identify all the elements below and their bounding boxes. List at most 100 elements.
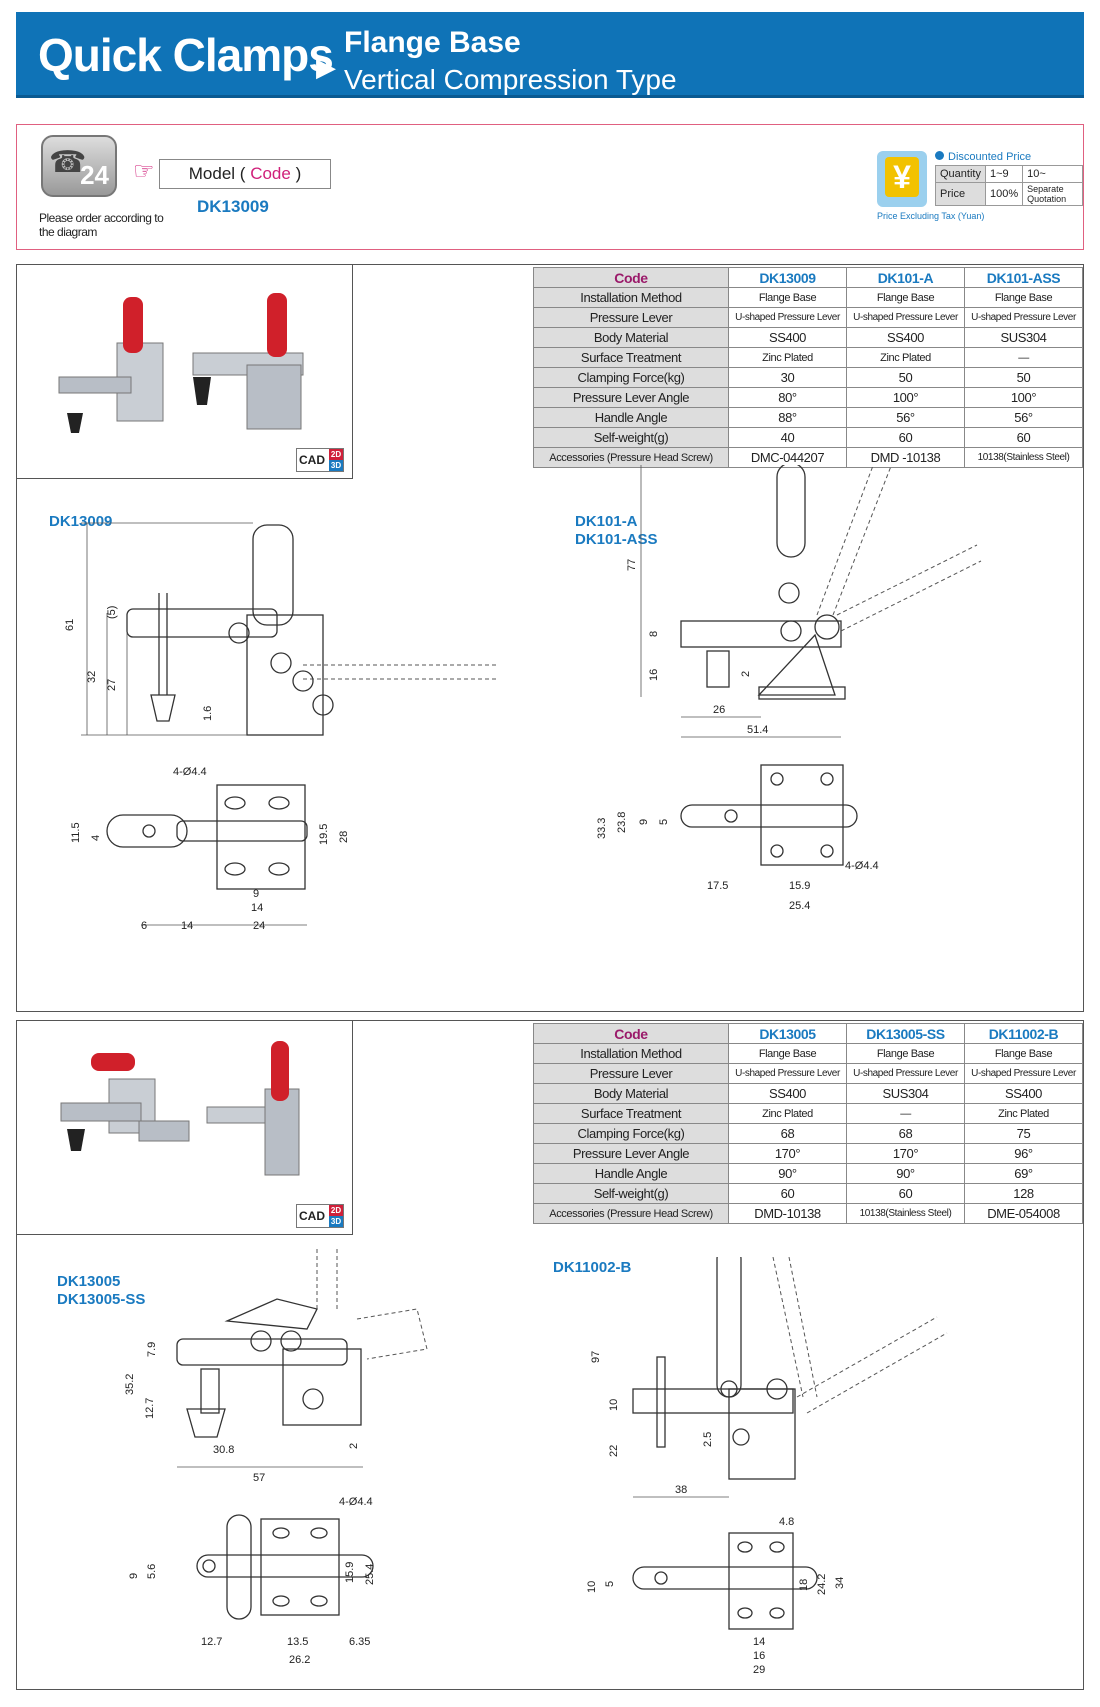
code-label: Code [250, 164, 291, 183]
spec-value-cell: 68 [846, 1123, 965, 1144]
page-title: Quick Clamps [38, 29, 334, 81]
dim-6: 6 [141, 920, 147, 932]
spec-value-cell: 75 [964, 1123, 1083, 1144]
quantity-range-1: 1~9 [984, 165, 1024, 183]
spec-table-header: Code DK13005 DK13005-SS DK11002-B [533, 1023, 1083, 1044]
dim-25-4b: 25.4 [364, 1564, 376, 1585]
spec-value-cell: 60 [846, 1183, 965, 1204]
spec-value-cell: Zinc Plated [964, 1103, 1083, 1124]
spec-value-cell: 56° [964, 407, 1083, 428]
spec-value-cell: U-shaped Pressure Lever [846, 307, 965, 328]
spec-value-cell: 100° [964, 387, 1083, 408]
price-value-2: Separate Quotation [1022, 182, 1083, 206]
spec-label-cell: Self-weight(g) [533, 1183, 729, 1204]
spec-value-cell: 69° [964, 1163, 1083, 1184]
spec-value-cell: 56° [846, 407, 965, 428]
close-paren: ) [295, 164, 302, 183]
dim-97: 97 [590, 1351, 602, 1363]
cad-3d-tag: 3D [329, 460, 343, 471]
spec-value-cell: SUS304 [846, 1083, 965, 1104]
price-value-1: 100% [984, 182, 1024, 206]
header-cell: Code [533, 267, 729, 288]
spec-value-cell: SS400 [964, 1083, 1083, 1104]
spec-value-cell: U-shaped Pressure Lever [728, 307, 847, 328]
dim-10: 10 [608, 1399, 620, 1411]
dim-27: 27 [106, 679, 118, 691]
spec-label-cell: Body Material [533, 327, 729, 348]
page-subtitle-secondary: Vertical Compression Type [344, 64, 677, 95]
phone-support-icon: ☎ 24 [41, 135, 117, 197]
discount-title: Discounted Price [935, 151, 1031, 163]
clamp-photo-illustration [58, 293, 304, 433]
spec-value-cell: 170° [846, 1143, 965, 1164]
dim-13-5: 13.5 [287, 1636, 308, 1648]
spec-value-cell: 50 [964, 367, 1083, 388]
dim-6-35: 6.35 [349, 1636, 370, 1648]
dim-5b: 5 [604, 1581, 616, 1587]
phone-number-badge: 24 [80, 160, 109, 190]
clamp-photo-illustration-2 [60, 1041, 300, 1176]
dim-4: 4 [90, 835, 102, 841]
dim-9b: 9 [638, 819, 650, 825]
spec-label-cell: Pressure Lever [533, 307, 729, 328]
quantity-range-2: 10~ [1022, 165, 1083, 183]
dim-10b: 10 [586, 1581, 598, 1593]
dim-2: 2 [740, 671, 752, 677]
dim-25-4: 25.4 [789, 900, 810, 912]
dim-24-2: 24.2 [816, 1574, 828, 1595]
spec-label-cell: Body Material [533, 1083, 729, 1104]
spec-value-cell: 88° [728, 407, 847, 428]
dim-15-9: 15.9 [789, 880, 810, 892]
spec-value-cell: 60 [846, 427, 965, 448]
spec-label-cell: Accessories (Pressure Head Screw) [533, 1203, 729, 1224]
quantity-label: Quantity [935, 165, 986, 183]
spec-label-cell: Surface Treatment [533, 1103, 729, 1124]
spec-value-cell: 50 [846, 367, 965, 388]
spec-value-cell: Flange Base [728, 287, 847, 308]
spec-value-cell: Flange Base [728, 1043, 847, 1064]
spec-value-cell: SUS304 [964, 327, 1083, 348]
spec-value-cell: Zinc Plated [728, 347, 847, 368]
dim-2b: 2 [348, 1443, 360, 1449]
dim-4-hole-c: 4-Ø4.4 [339, 1496, 373, 1508]
drawing-dk13009: 61 32 27 (5) 1.6 4-Ø4.4 11.5 4 19.5 28 9… [64, 522, 497, 932]
header-cell: DK101-A [846, 267, 965, 288]
dim-12-7b: 12.7 [201, 1636, 222, 1648]
dim-9: 9 [253, 888, 259, 900]
spec-label-cell: Pressure Lever [533, 1063, 729, 1084]
spec-label-cell: Accessories (Pressure Head Screw) [533, 447, 729, 468]
cad-2d-tag: 2D [329, 449, 343, 460]
spec-value-cell: DMC-044207 [728, 447, 847, 468]
spec-value-cell: — [964, 347, 1083, 368]
spec-value-cell: 68 [728, 1123, 847, 1144]
dim-17-5: 17.5 [707, 880, 728, 892]
dim-26: 26 [713, 704, 725, 716]
header-cell: DK11002-B [964, 1023, 1083, 1044]
spec-label-cell: Pressure Lever Angle [533, 387, 729, 408]
dim-11-5: 11.5 [70, 822, 82, 843]
dim-2-5: 2.5 [702, 1432, 714, 1447]
drawing-label-dk13009: DK13009 [49, 513, 113, 530]
spec-value-cell: 60 [964, 427, 1083, 448]
dim-22: 22 [608, 1445, 620, 1457]
spec-value-cell: — [846, 1103, 965, 1124]
spec-value-cell: U-shaped Pressure Lever [728, 1063, 847, 1084]
drawing-label-dk13005: DK13005 [57, 1273, 121, 1290]
title-arrow-icon: ▶ [316, 52, 336, 82]
dim-29: 29 [753, 1664, 765, 1676]
drawing-label-dk101a: DK101-A [575, 513, 638, 530]
dim-16b: 16 [753, 1650, 765, 1662]
pointing-hand-icon: ☞ [133, 158, 155, 185]
dim-35-2: 35.2 [124, 1374, 136, 1395]
